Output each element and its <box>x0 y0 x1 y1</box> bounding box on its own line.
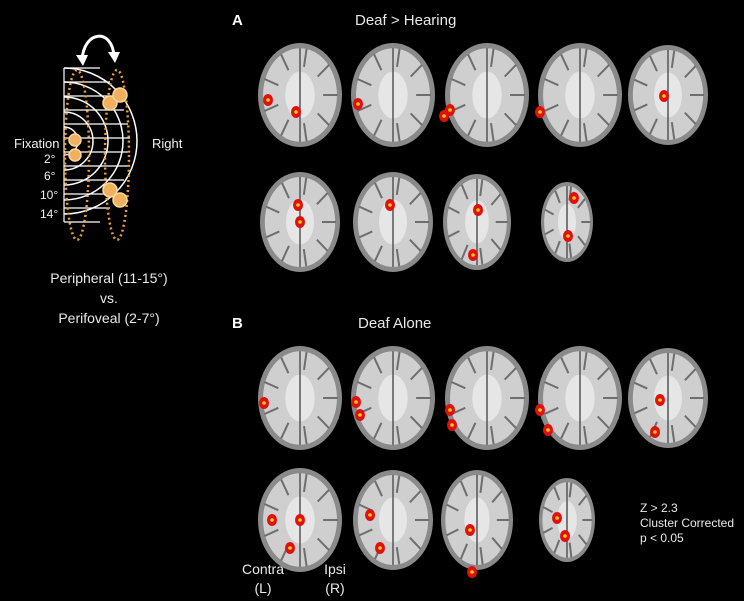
brain-slice <box>628 348 708 448</box>
ipsi-label: Ipsi (R) <box>315 560 355 598</box>
panel-b-letter: B <box>232 315 243 332</box>
visual-field-diagram <box>63 34 138 242</box>
panel-a-letter: A <box>232 12 243 29</box>
contra-side: (L) <box>254 580 272 596</box>
swap-arrow-icon <box>80 34 116 61</box>
brain-slice <box>258 346 342 450</box>
contrast-text: Peripheral (11-15°) vs. Perifoveal (2-7°… <box>14 268 204 328</box>
brain-slice <box>258 468 342 572</box>
brain-slice <box>439 43 529 147</box>
ecc-label-2: 2° <box>44 152 56 166</box>
brain-slice <box>539 478 595 562</box>
ecc-label-10: 10° <box>40 188 59 202</box>
brain-slice <box>351 43 435 147</box>
ipsi-text: Ipsi <box>324 561 346 577</box>
ecc-label-14: 14° <box>40 207 59 221</box>
brain-slice <box>260 172 340 272</box>
stats-line-1: Z > 2.3 <box>640 501 678 515</box>
ecc-label-6: 6° <box>44 169 56 183</box>
contra-label: Contra (L) <box>238 560 288 598</box>
right-label: Right <box>152 136 183 151</box>
stats-line-3: p < 0.05 <box>640 531 684 545</box>
brain-slice <box>628 45 708 145</box>
panel-b-title: Deaf Alone <box>358 315 432 332</box>
brain-slice <box>351 346 435 450</box>
brain-slice <box>541 182 593 262</box>
ipsi-side: (R) <box>325 580 345 596</box>
brain-slice <box>445 346 529 450</box>
contrast-line-2: vs. <box>100 290 118 306</box>
fixation-label: Fixation <box>14 136 60 151</box>
contrast-line-3: Perifoveal (2-7°) <box>58 310 160 326</box>
stats-legend: Z > 2.3 Cluster Corrected p < 0.05 <box>640 501 734 546</box>
brain-slice <box>353 470 433 570</box>
panel-a-title: Deaf > Hearing <box>355 12 457 29</box>
brain-slice <box>353 172 433 272</box>
stats-line-2: Cluster Corrected <box>640 516 735 530</box>
contra-text: Contra <box>241 561 285 577</box>
brain-slice <box>443 174 511 270</box>
contrast-line-1: Peripheral (11-15°) <box>50 270 168 286</box>
brain-slice <box>441 470 513 578</box>
brain-slice <box>535 346 622 450</box>
brain-slice <box>535 43 622 147</box>
brain-slice <box>258 43 342 147</box>
